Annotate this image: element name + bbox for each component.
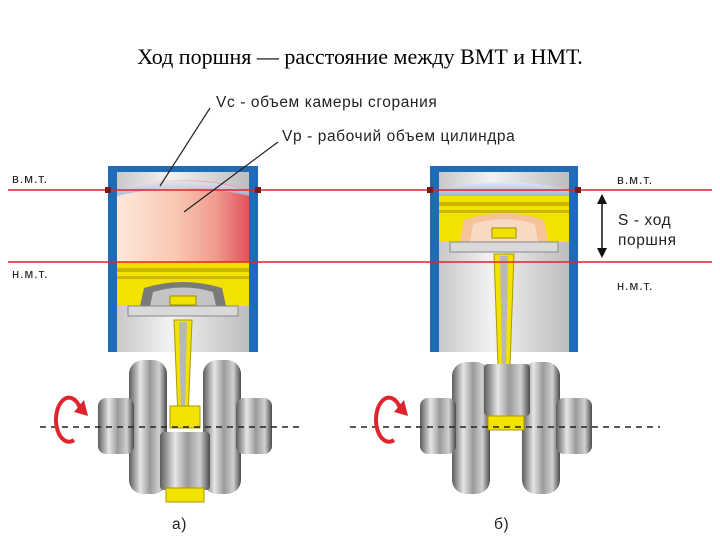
bdc-label-left: н.м.т. — [12, 266, 49, 281]
bdc-label-right: н.м.т. — [617, 278, 654, 293]
piston-b — [439, 196, 569, 253]
vc-leader-line — [159, 107, 211, 187]
caption-a: а) — [172, 516, 187, 533]
tdc-label-right: в.м.т. — [617, 172, 653, 187]
slide-title: Ход поршня — расстояние между ВМТ и НМТ. — [137, 44, 583, 69]
tdc-label-left: в.м.т. — [12, 171, 48, 186]
stroke-dimension-arrow — [597, 194, 607, 258]
vp-label: Vp - рабочий объем цилиндра — [282, 128, 516, 145]
caption-b: б) — [494, 516, 510, 533]
cylinder-volume-a — [117, 180, 249, 262]
rotation-arrow-b — [374, 395, 408, 444]
stroke-label-line2: поршня — [618, 232, 677, 249]
combustion-chamber-b — [439, 182, 569, 196]
vp-leader-line — [183, 141, 279, 213]
crankshaft-b — [420, 362, 592, 494]
vc-label: Vc - объем камеры сгорания — [216, 94, 438, 111]
engine-a — [40, 166, 300, 503]
rotation-arrow-a — [54, 395, 88, 444]
piston-a — [117, 262, 249, 317]
engine-b — [350, 166, 660, 494]
stroke-label-line1: S - ход — [618, 212, 672, 229]
